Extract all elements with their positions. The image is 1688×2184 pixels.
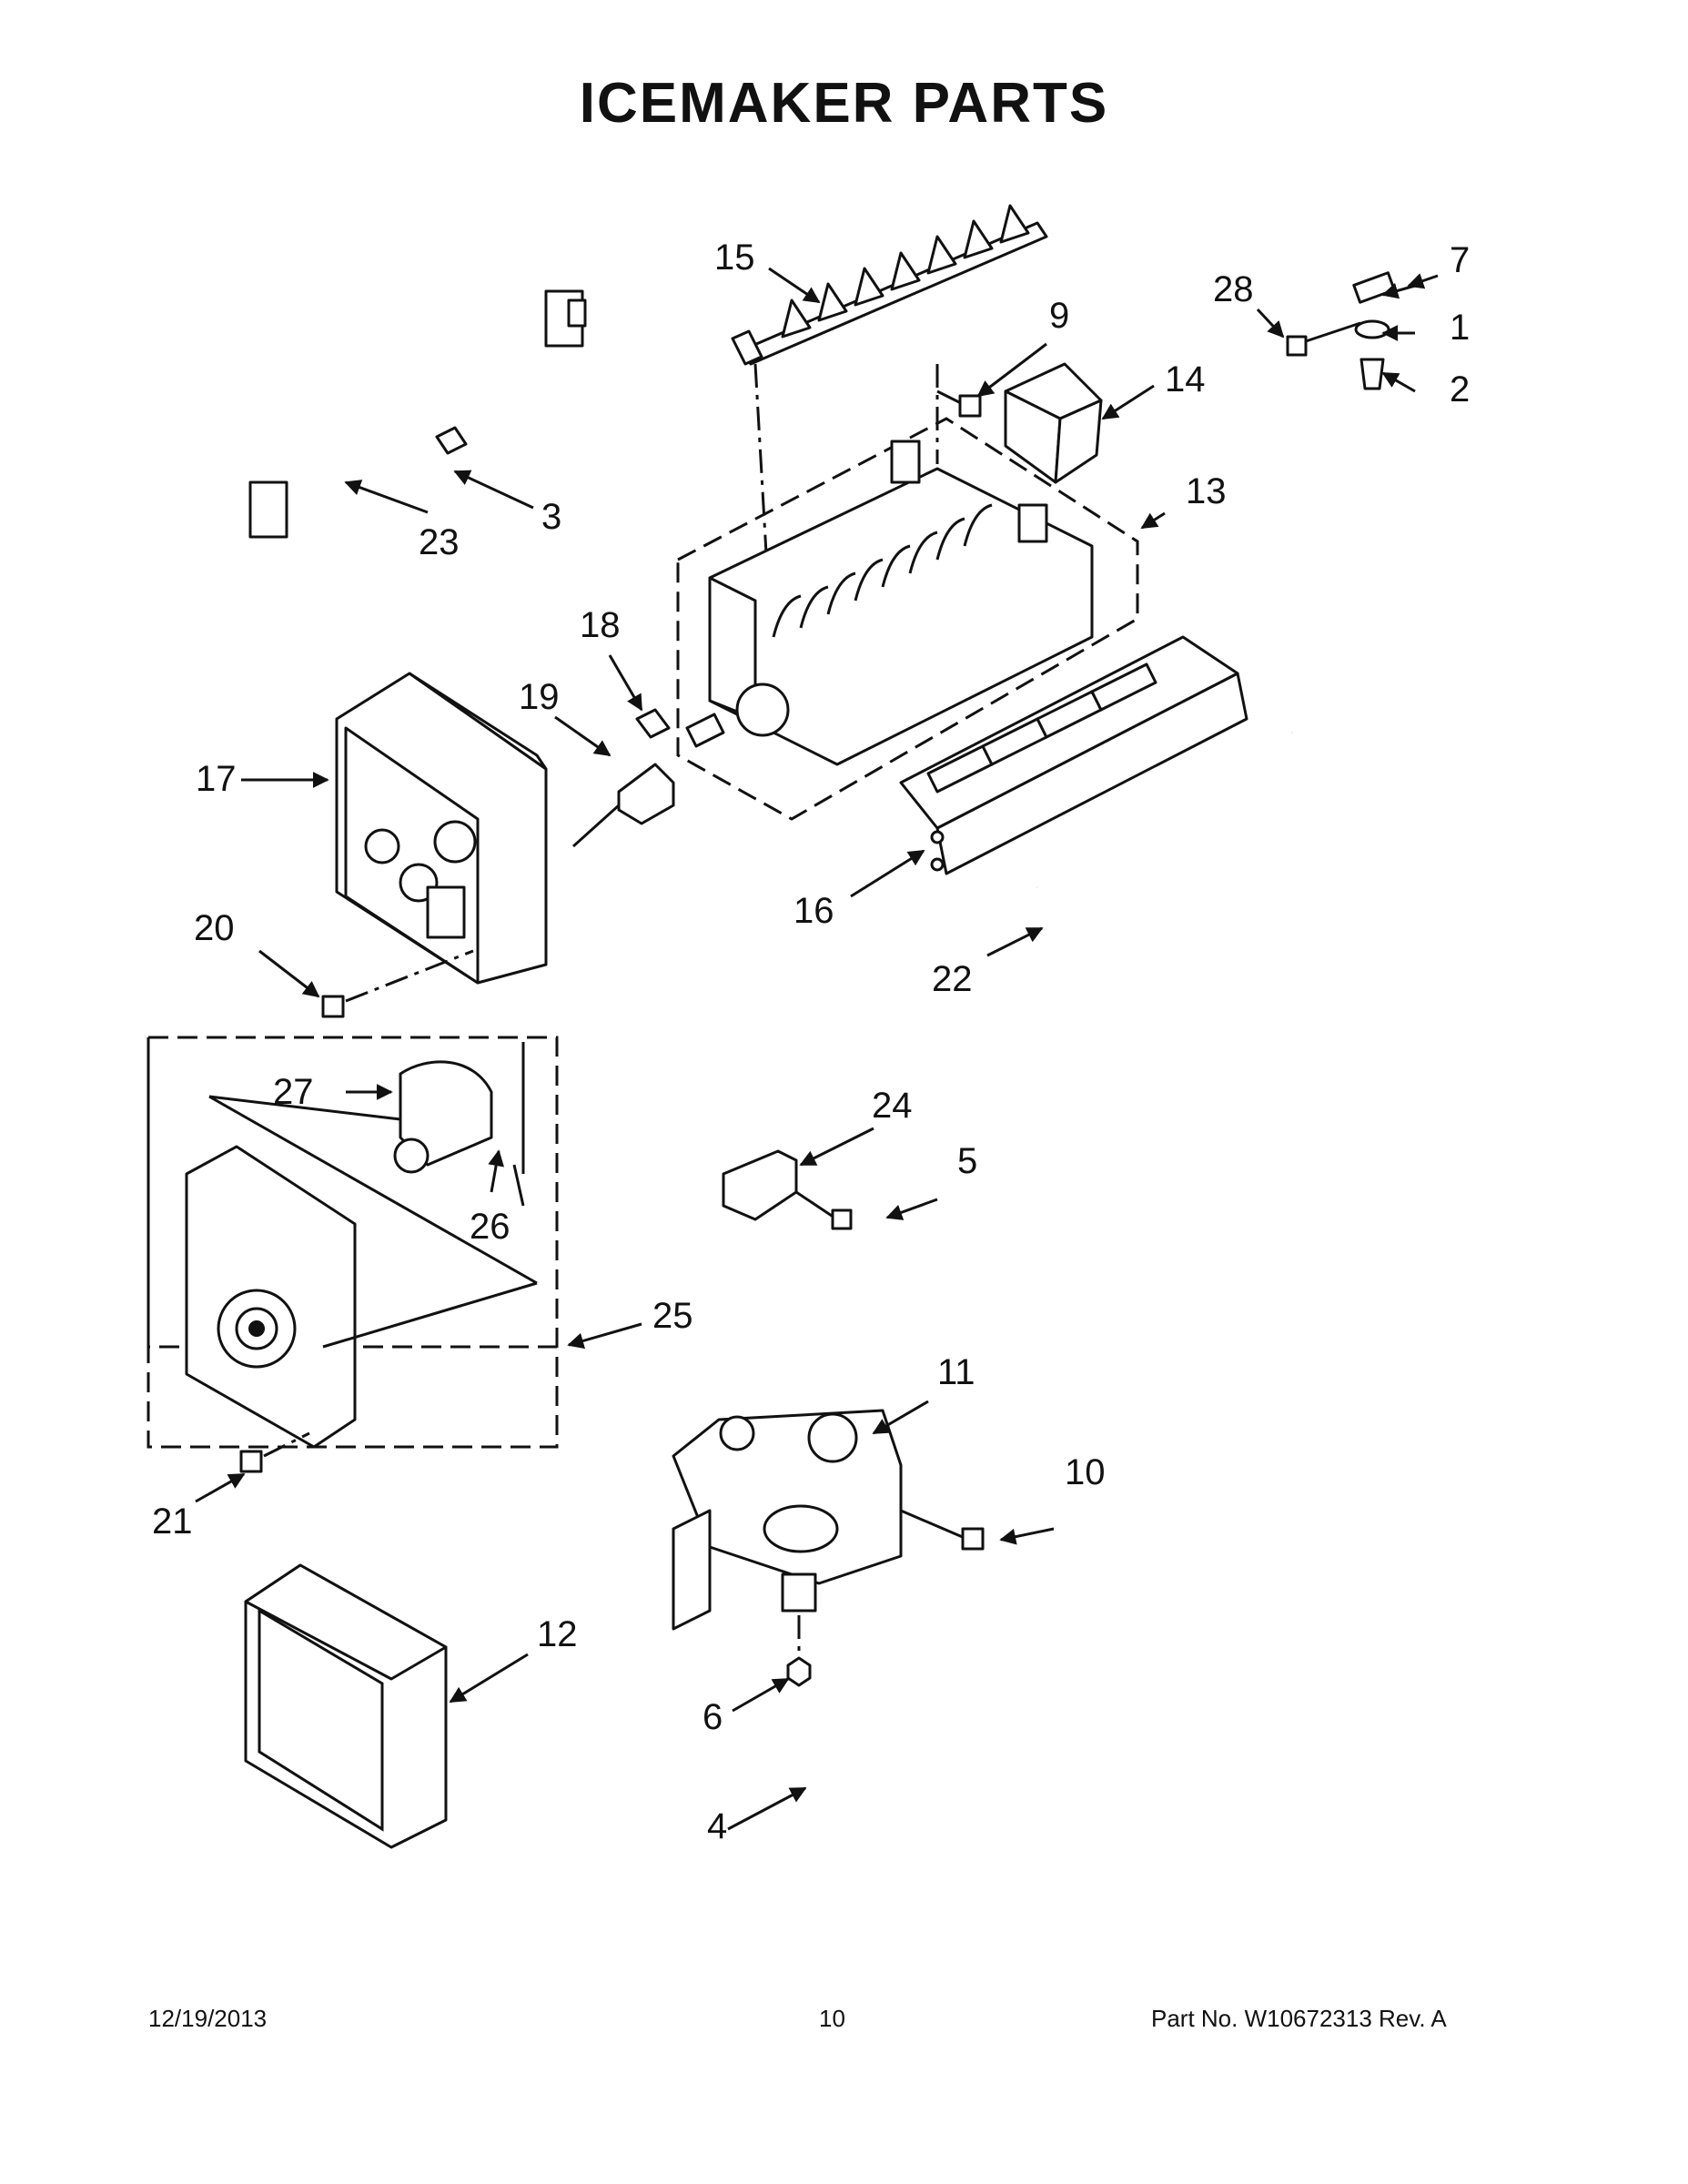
thermostat-part: [571, 708, 725, 848]
screw-21-part: [239, 1431, 310, 1473]
footer-date: 12/19/2013: [148, 2005, 268, 2032]
stripper-part: [899, 635, 1248, 875]
bracket-part: [722, 1149, 853, 1230]
footer-page-number: 10: [819, 2005, 845, 2032]
callout-16: 16: [793, 891, 834, 931]
fitting-parts: [1286, 271, 1396, 390]
control-module-part: [147, 1036, 559, 1449]
callout-4: 4: [707, 1806, 728, 1846]
cover-part: [244, 1563, 448, 1849]
callout-27: 27: [273, 1072, 314, 1112]
callout-15: 15: [714, 238, 755, 278]
callout-18: 18: [580, 605, 621, 645]
fill-cup-part: [935, 362, 1103, 484]
callout-25: 25: [652, 1296, 693, 1336]
water-valve-part: [672, 1409, 985, 1656]
ejector-part: [731, 204, 1048, 602]
callout-6: 6: [702, 1697, 723, 1737]
callout-20: 20: [194, 908, 235, 948]
callout-5: 5: [957, 1141, 978, 1181]
callout-23: 23: [419, 522, 460, 562]
footer-part-number: Part No. W10672313 Rev. A: [1151, 2005, 1447, 2032]
callout-22: 22: [932, 959, 973, 999]
callout-21: 21: [152, 1502, 193, 1542]
page-title: ICEMAKER PARTS: [579, 72, 1109, 135]
callout-19: 19: [519, 677, 560, 717]
callout-1: 1: [1450, 308, 1471, 348]
callout-13: 13: [1186, 471, 1227, 511]
callout-26: 26: [470, 1207, 510, 1247]
screw-20-part: [321, 949, 474, 1018]
callout-3: 3: [541, 497, 562, 537]
callout-leaders: [195, 267, 1439, 1831]
control-housing-part: [335, 672, 548, 985]
callout-17: 17: [196, 759, 237, 799]
water-tube-part: [816, 428, 1390, 1898]
wire-harness-part: [248, 289, 587, 539]
callout-11: 11: [937, 1352, 975, 1392]
nut-part: [786, 1656, 812, 1687]
screw-9-part: [936, 389, 982, 418]
callout-9: 9: [1049, 296, 1070, 336]
callout-10: 10: [1065, 1452, 1106, 1492]
callout-14: 14: [1165, 359, 1206, 399]
mold-assembly-part: [676, 417, 1139, 821]
callout-28: 28: [1213, 269, 1254, 309]
callout-24: 24: [872, 1086, 913, 1126]
shutoff-arm-part: [1026, 721, 1321, 1022]
callout-7: 7: [1450, 240, 1471, 280]
callout-12: 12: [537, 1614, 578, 1654]
callout-2: 2: [1450, 369, 1471, 410]
